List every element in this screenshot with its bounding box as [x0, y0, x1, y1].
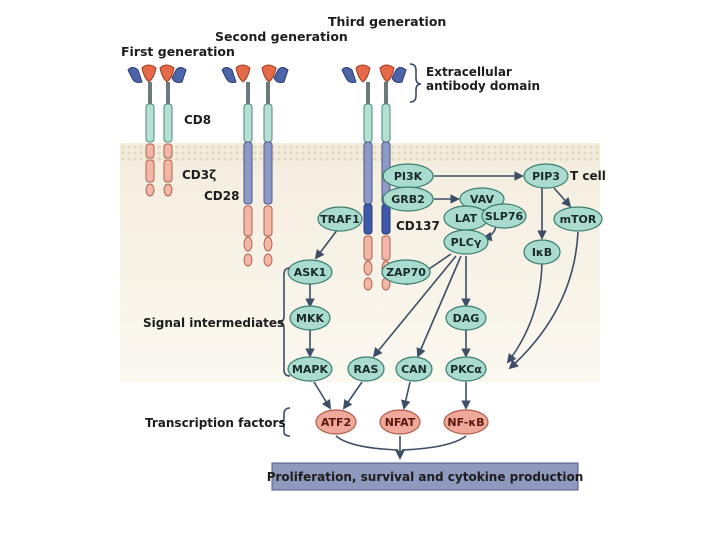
extracellular-brace — [409, 63, 422, 103]
node-mtor: mTOR — [553, 206, 603, 232]
pathway-arrows — [305, 171, 579, 460]
svg-text:mTOR: mTOR — [560, 213, 597, 226]
svg-text:ATF2: ATF2 — [321, 416, 351, 429]
transcription-factors-brace — [278, 407, 291, 437]
svg-text:IκB: IκB — [532, 246, 552, 259]
outcome-box: Proliferation, survival and cytokine pro… — [267, 462, 584, 491]
node-mapk: MAPK — [287, 356, 333, 382]
node-mkk: MKK — [289, 305, 331, 331]
node-pkca: PKCα — [445, 356, 487, 382]
svg-text:CAN: CAN — [401, 363, 427, 376]
node-zap70: ZAP70 — [381, 259, 431, 285]
svg-text:MAPK: MAPK — [292, 363, 329, 376]
svg-text:PLCγ: PLCγ — [451, 236, 482, 249]
node-ras: RAS — [347, 356, 385, 382]
svg-text:DAG: DAG — [453, 312, 480, 325]
first-generation-receptor — [127, 64, 187, 197]
cd8-label: CD8 — [184, 113, 211, 127]
node-atf2: ATF2 — [315, 409, 357, 435]
second-generation-receptor — [221, 64, 289, 267]
svg-text:NFAT: NFAT — [385, 416, 416, 429]
svg-text:PIP3: PIP3 — [532, 170, 560, 183]
extracellular-label-line2: antibody domain — [426, 79, 540, 93]
third-generation-receptor — [341, 64, 407, 291]
svg-text:LAT: LAT — [455, 212, 478, 225]
node-plcg: PLCγ — [443, 229, 489, 255]
t-cell-label: T cell — [570, 169, 606, 183]
node-nfat: NFAT — [379, 409, 421, 435]
svg-text:GRB2: GRB2 — [391, 193, 425, 206]
cd3z-label: CD3ζ — [182, 168, 216, 182]
node-vav: VAV — [459, 187, 505, 211]
svg-text:ASK1: ASK1 — [294, 266, 327, 279]
svg-text:RAS: RAS — [354, 363, 379, 376]
svg-text:PKCα: PKCα — [450, 363, 482, 376]
svg-text:SLP76: SLP76 — [485, 210, 524, 223]
svg-text:TRAF1: TRAF1 — [320, 213, 360, 226]
node-ask1: ASK1 — [287, 259, 333, 285]
svg-text:MKK: MKK — [296, 312, 324, 325]
svg-text:NF-κB: NF-κB — [447, 416, 484, 429]
svg-text:ZAP70: ZAP70 — [386, 266, 426, 279]
node-lat: LAT — [443, 205, 489, 231]
second-generation-label: Second generation — [215, 29, 348, 44]
node-ikb: IκB — [523, 239, 561, 265]
node-grb2: GRB2 — [382, 186, 434, 212]
node-traf1: TRAF1 — [317, 206, 363, 232]
extracellular-label-line1: Extracellular — [426, 65, 512, 79]
cd137-label: CD137 — [396, 219, 440, 233]
svg-text:PI3K: PI3K — [394, 170, 423, 183]
signal-intermediates-label: Signal intermediates — [143, 316, 284, 330]
node-dag: DAG — [445, 305, 487, 331]
node-nfkb: NF-κB — [443, 409, 489, 435]
signal-intermediates-brace — [278, 267, 291, 377]
node-pip3: PIP3 — [523, 163, 569, 189]
svg-text:VAV: VAV — [470, 193, 495, 206]
cd28-label: CD28 — [204, 189, 239, 203]
cytoplasm-region — [120, 160, 600, 382]
node-can: CAN — [395, 356, 433, 382]
node-pi3k: PI3K — [382, 163, 434, 189]
cell-membrane — [120, 143, 600, 163]
outcome-label: Proliferation, survival and cytokine pro… — [267, 470, 584, 484]
transcription-factors-label: Transcription factors — [145, 416, 286, 430]
node-slp76: SLP76 — [481, 203, 527, 229]
third-generation-label: Third generation — [328, 14, 446, 29]
first-generation-label: First generation — [121, 44, 235, 59]
